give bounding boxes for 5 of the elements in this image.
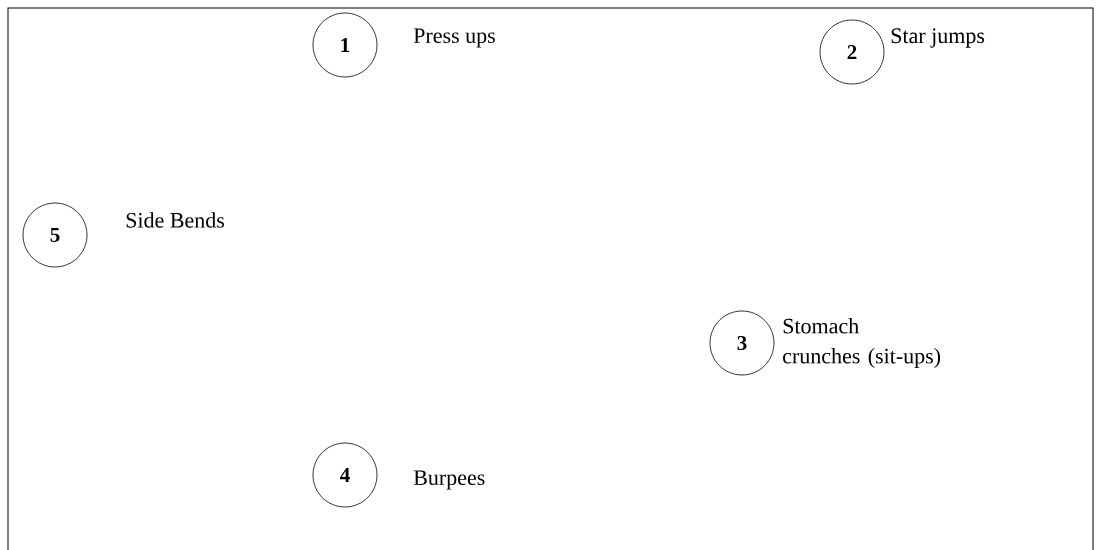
exercise-label: Stomach crunches (sit-ups): [783, 318, 941, 368]
exercise-label: Burpees: [413, 470, 485, 490]
exercise-label: Press ups: [413, 28, 495, 48]
exercise-label: Side Bends: [126, 212, 225, 228]
exercise-label: Star jumps: [891, 28, 985, 48]
